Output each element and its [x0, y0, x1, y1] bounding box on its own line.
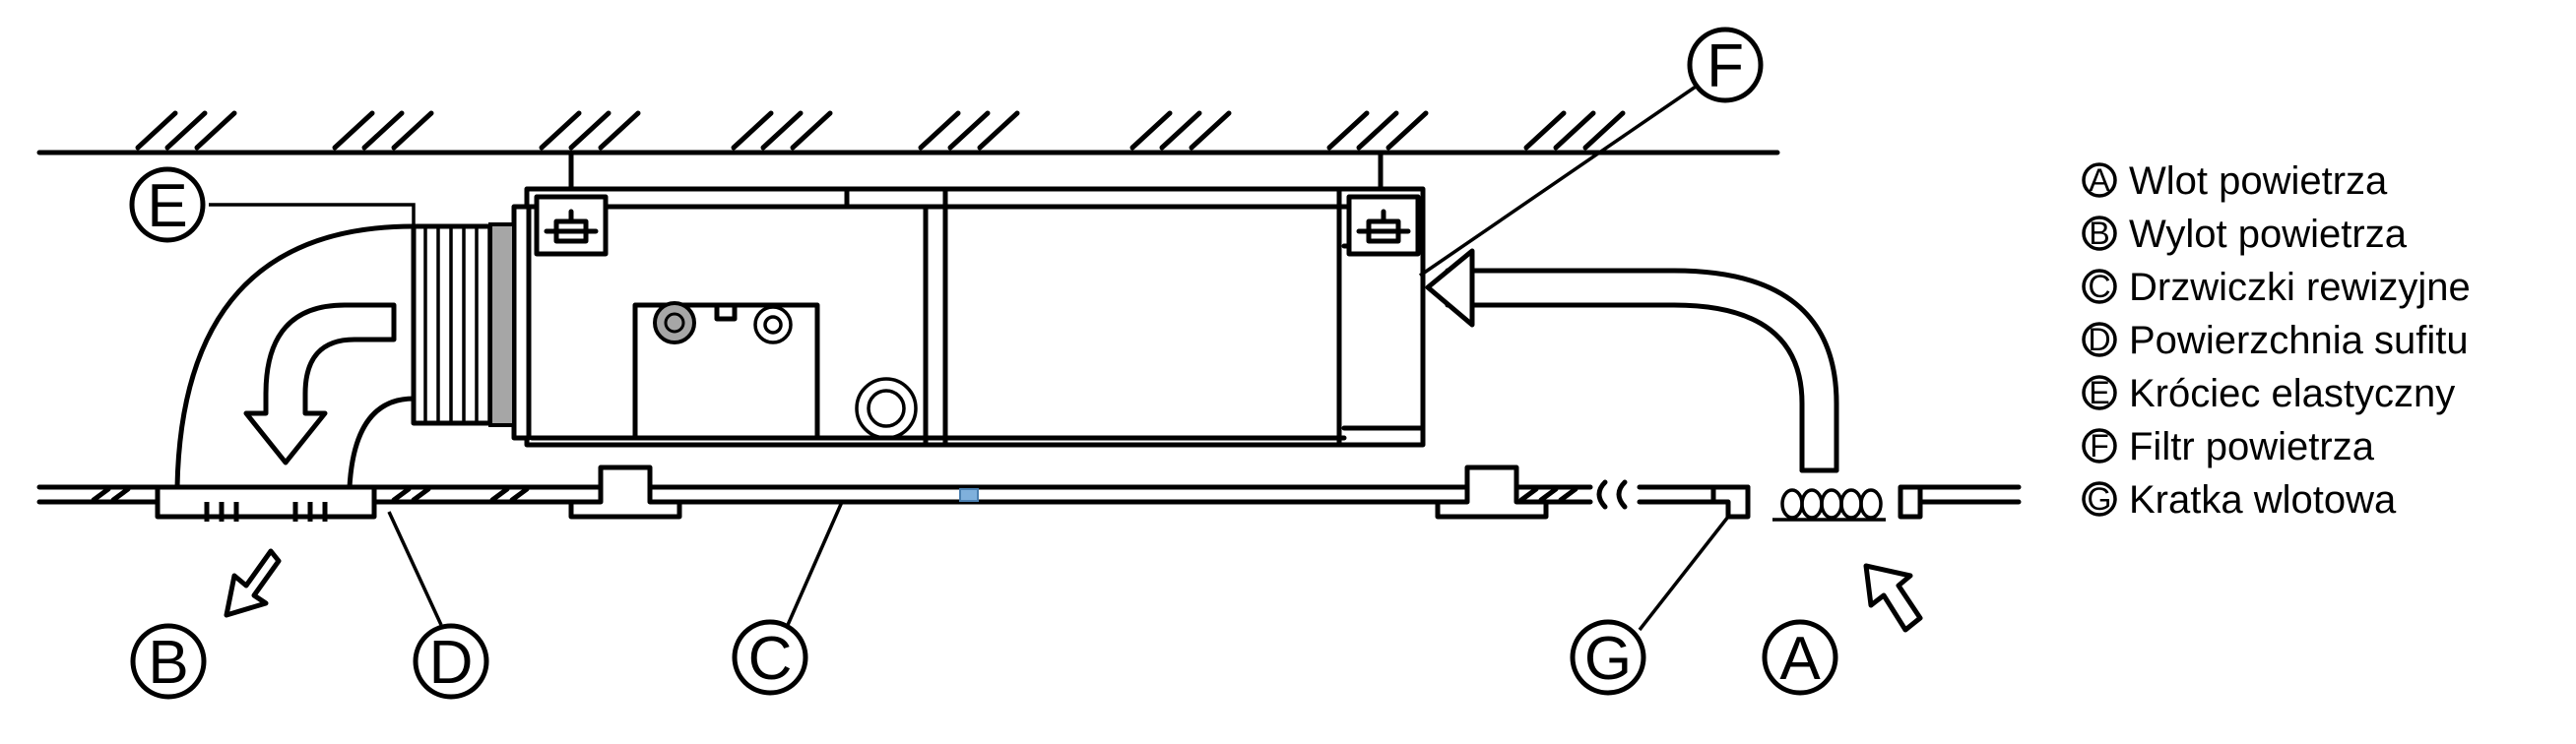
callout-g: G	[1570, 619, 1646, 696]
svg-text:F: F	[1707, 32, 1744, 100]
svg-text:D: D	[429, 629, 474, 697]
inspection-door-marker	[959, 488, 979, 502]
fan-motor	[653, 301, 696, 344]
control-box	[632, 301, 820, 441]
legend: A Wlot powietrza B Wylot powietrza C Drz…	[2082, 159, 2471, 522]
hanger-bracket-left	[534, 194, 609, 257]
svg-text:C: C	[748, 625, 793, 693]
svg-text:Wylot powietrza: Wylot powietrza	[2129, 213, 2408, 256]
drain-port	[855, 377, 918, 440]
svg-text:F: F	[2090, 428, 2109, 464]
flexible-duct	[411, 222, 516, 427]
inlet-return-duct	[1445, 268, 1839, 473]
slab-hatching	[135, 110, 1626, 151]
svg-text:Drzwiczki rewizyjne: Drzwiczki rewizyjne	[2129, 266, 2471, 309]
hanger-rods	[568, 150, 1384, 192]
legend-item-e: E Króciec elastyczny	[2082, 372, 2455, 415]
svg-text:A: A	[2089, 162, 2110, 198]
callout-c: C	[732, 619, 808, 696]
svg-text:G: G	[2088, 481, 2112, 517]
duct-collar	[488, 222, 516, 427]
indoor-unit	[511, 186, 1426, 448]
svg-text:E: E	[2089, 375, 2109, 410]
ceiling-surface-hatching	[91, 486, 1578, 503]
callout-b: B	[130, 623, 207, 700]
hanger-bracket-right	[1346, 194, 1421, 257]
legend-item-d: D Powierzchnia sufitu	[2082, 319, 2469, 362]
callout-a: A	[1762, 619, 1838, 696]
inlet-grille	[1710, 484, 1923, 522]
inlet-airflow-arrow	[1425, 248, 1475, 328]
callout-e: E	[129, 166, 206, 243]
svg-text:E: E	[147, 172, 187, 240]
legend-item-g: G Kratka wlotowa	[2082, 478, 2397, 522]
svg-text:G: G	[1584, 625, 1632, 693]
legend-item-b: B Wylot powietrza	[2082, 213, 2408, 256]
svg-text:Kratka wlotowa: Kratka wlotowa	[2129, 478, 2397, 522]
svg-text:Króciec elastyczny: Króciec elastyczny	[2129, 372, 2455, 415]
outlet-grille	[155, 484, 377, 522]
svg-text:B: B	[148, 629, 188, 697]
callout-d: D	[413, 623, 489, 700]
svg-text:C: C	[2088, 269, 2110, 304]
ceiling-slab	[36, 110, 1780, 155]
grille-spring	[1772, 488, 1886, 522]
outlet-elbow-duct	[174, 223, 417, 490]
legend-item-a: A Wlot powietrza	[2082, 159, 2388, 203]
svg-text:A: A	[1779, 625, 1821, 693]
leader-lines	[209, 85, 1730, 632]
outlet-discharge-arrow	[224, 548, 282, 618]
svg-text:Wlot powietrza: Wlot powietrza	[2129, 159, 2388, 203]
svg-text:B: B	[2089, 216, 2109, 251]
inlet-suction-arrow	[1863, 563, 1923, 633]
callout-f: F	[1687, 27, 1764, 103]
svg-text:Filtr powietrza: Filtr powietrza	[2129, 425, 2375, 468]
inspection-door-supports	[568, 465, 1549, 520]
legend-item-f: F Filtr powietrza	[2082, 425, 2375, 468]
svg-text:Powierzchnia sufitu: Powierzchnia sufitu	[2129, 319, 2469, 362]
svg-text:D: D	[2088, 322, 2110, 357]
outlet-airflow-arrow	[243, 302, 397, 465]
legend-item-c: C Drzwiczki rewizyjne	[2082, 266, 2471, 309]
